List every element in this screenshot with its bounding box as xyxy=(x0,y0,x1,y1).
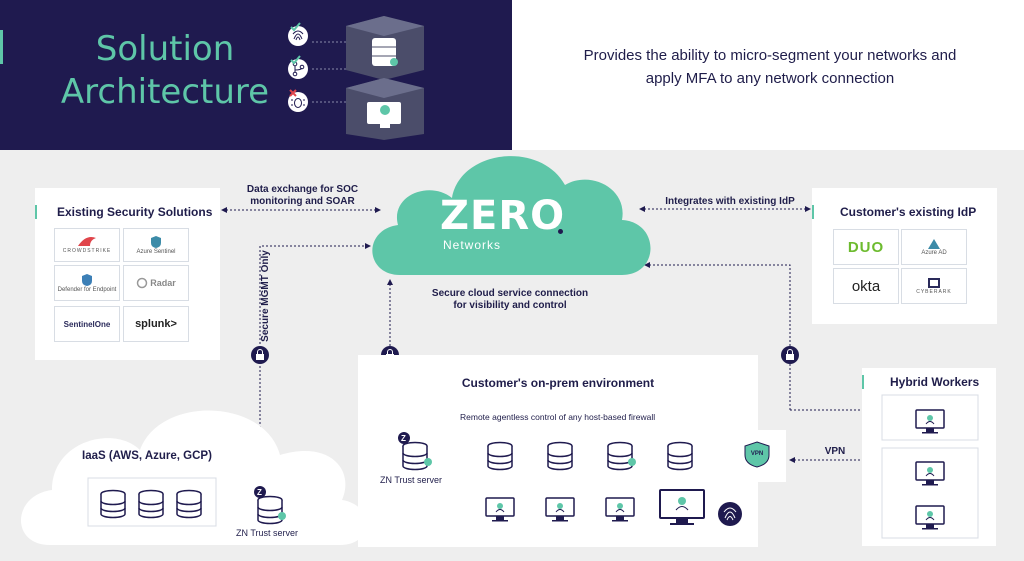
server-cube-icon xyxy=(346,16,424,80)
radar-logo: Radar xyxy=(123,265,189,301)
header-icons xyxy=(288,16,424,140)
fingerprint-icon xyxy=(718,502,742,526)
hybrid-accent xyxy=(862,375,864,389)
lock-icon xyxy=(251,346,269,364)
server-icon xyxy=(138,489,164,519)
duo-logo: DUO xyxy=(833,229,899,265)
svg-text:Z: Z xyxy=(257,488,262,497)
lock-icon xyxy=(781,346,799,364)
cyberark-logo: CYBERARK xyxy=(901,268,967,304)
iaas-title: IaaS (AWS, Azure, GCP) xyxy=(82,450,212,462)
page-title: Solution Architecture xyxy=(40,28,290,114)
tagline: Provides the ability to micro-segment yo… xyxy=(560,44,980,90)
fingerprint-icon xyxy=(288,22,308,46)
tagline-line-2: apply MFA to any network connection xyxy=(645,70,895,87)
onprem-trust-label: ZN Trust server xyxy=(380,475,443,485)
soc-link-line-1: Data exchange for SOC xyxy=(246,184,359,195)
splunk-logo: splunk> xyxy=(123,306,189,342)
radar-text: Radar xyxy=(150,278,176,288)
zero-brand: ZERO xyxy=(440,193,566,239)
header-panel xyxy=(0,0,512,150)
bug-icon xyxy=(288,89,308,112)
server-icon xyxy=(487,441,513,471)
azure-ad-logo: Azure AD xyxy=(901,229,967,265)
branch-icon xyxy=(288,55,308,79)
cloud-caption: Secure cloud service connection for visi… xyxy=(410,288,610,312)
brand-dot xyxy=(558,229,563,234)
splunk-text: splunk> xyxy=(135,318,177,330)
sentinelone-text: SentinelOne xyxy=(63,319,111,329)
idp-accent xyxy=(812,205,814,219)
crowdstrike-logo: CROWDSTRIKE xyxy=(54,228,120,262)
okta-text: okta xyxy=(851,277,881,295)
large-monitor-icon xyxy=(659,489,705,525)
vpn-badge-text: VPN xyxy=(750,451,764,457)
tagline-line-1: Provides the ability to micro-segment yo… xyxy=(583,47,957,64)
server-icon xyxy=(547,441,573,471)
server-icon xyxy=(176,489,202,519)
zero-brand-sub: Networks xyxy=(443,238,502,252)
remote-control-label: Remote agentless control of any host-bas… xyxy=(460,412,656,422)
soc-link-label: Data exchange for SOC monitoring and SOA… xyxy=(240,184,365,208)
idp-link-label: Integrates with existing IdP xyxy=(665,196,795,207)
onprem-trust-server-icon: Z xyxy=(398,432,432,471)
monitor-cube-icon xyxy=(346,78,424,140)
azure-ad-text: Azure AD xyxy=(921,250,947,256)
svg-text:Z: Z xyxy=(401,434,406,443)
title-accent-bar xyxy=(0,30,3,64)
iaas-trust-server-icon: Z xyxy=(254,486,286,525)
header-right-panel xyxy=(512,0,1024,150)
server-icon xyxy=(607,441,636,471)
soc-link-line-2: monitoring and SOAR xyxy=(250,196,355,207)
azure-sentinel-logo: Azure Sentinel xyxy=(123,228,189,262)
idp-title: Customer's existing IdP xyxy=(840,205,977,219)
security-title: Existing Security Solutions xyxy=(57,205,213,219)
hybrid-title: Hybrid Workers xyxy=(890,375,980,389)
monitor-icon xyxy=(485,497,515,523)
server-icon xyxy=(667,441,693,471)
onprem-title: Customer's on-prem environment xyxy=(461,376,655,390)
iaas-trust-label: ZN Trust server xyxy=(236,528,299,538)
vpn-shield-icon xyxy=(744,441,770,468)
title-line-2: Architecture xyxy=(60,72,270,112)
defender-text: Defender for Endpoint xyxy=(57,287,117,293)
okta-logo: okta xyxy=(833,268,899,304)
monitor-icon xyxy=(545,497,575,523)
title-line-1: Solution xyxy=(95,29,235,69)
cyberark-text: CYBERARK xyxy=(916,289,952,295)
duo-text: DUO xyxy=(847,238,885,256)
zero-networks-cloud xyxy=(372,156,651,275)
cloud-caption-line-1: Secure cloud service connection xyxy=(431,288,589,299)
crowdstrike-text: CROWDSTRIKE xyxy=(62,248,112,254)
defender-logo: Defender for Endpoint xyxy=(54,265,120,301)
cloud-caption-line-2: for visibility and control xyxy=(453,300,567,311)
server-icon xyxy=(100,489,126,519)
monitor-icon xyxy=(605,497,635,523)
vpn-link-label: VPN xyxy=(824,446,846,457)
security-accent xyxy=(35,205,37,219)
azure-sentinel-text: Azure Sentinel xyxy=(136,249,176,255)
sentinelone-logo: SentinelOne xyxy=(54,306,120,342)
